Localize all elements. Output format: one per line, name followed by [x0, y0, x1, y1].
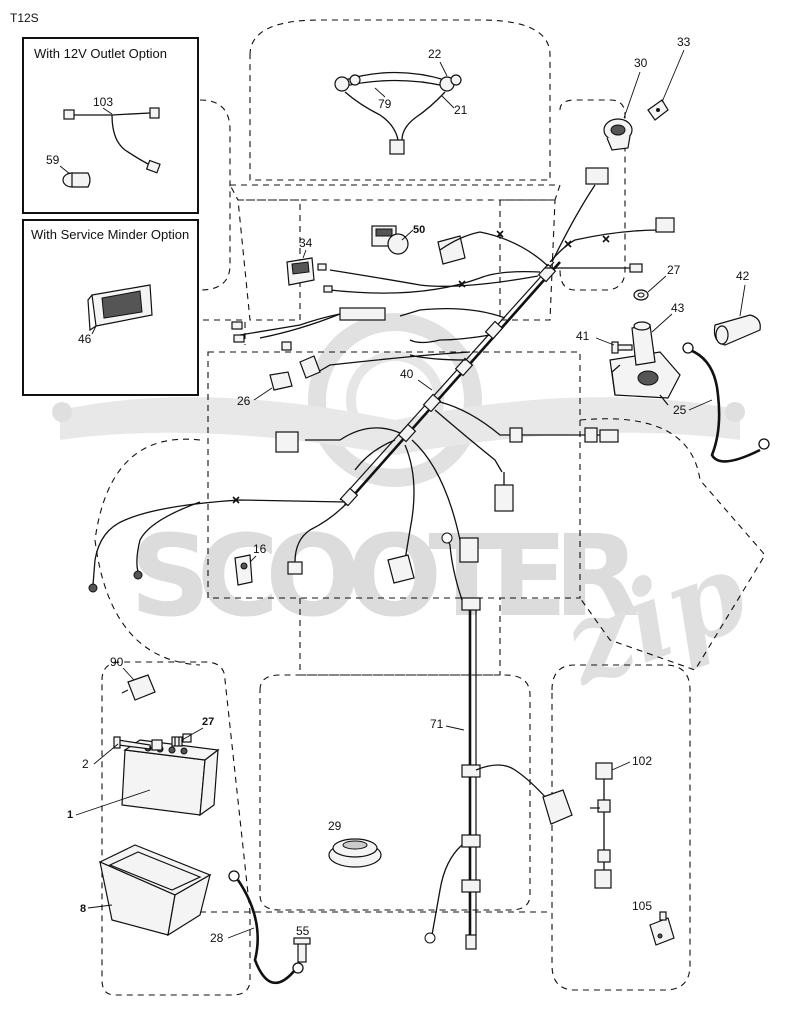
callout-59: 59	[46, 153, 60, 167]
battery-nut	[171, 736, 183, 747]
fuse-block	[437, 235, 466, 265]
outlet-option-title: With 12V Outlet Option	[34, 46, 167, 61]
main-harness	[88, 167, 675, 593]
light-switch	[286, 257, 315, 286]
callout-28: 28	[210, 931, 224, 945]
terminal-boot	[713, 314, 761, 346]
plug	[121, 674, 156, 701]
callout-34: 34	[299, 236, 313, 250]
terminal-nut	[633, 289, 649, 301]
service-option-title: With Service Minder Option	[31, 227, 189, 242]
outlet-connector-right	[149, 107, 160, 119]
callout-33: 33	[677, 35, 691, 49]
callout-46: 46	[78, 332, 92, 346]
dash-terminals	[231, 263, 333, 351]
callout-71: 71	[430, 717, 444, 731]
callout-79: 79	[378, 97, 392, 111]
ignition-key	[647, 99, 669, 121]
grommet	[328, 838, 382, 868]
watermark-text: SCOOTER	[130, 512, 640, 642]
seat-switch	[234, 554, 253, 586]
12v-outlet-socket	[62, 172, 91, 188]
model-code: T12S	[10, 11, 39, 25]
rear-harness	[424, 532, 573, 950]
relay-clutch	[371, 225, 409, 255]
ground-cable	[228, 870, 304, 985]
mounting-bolt	[611, 341, 633, 354]
outlet-connector-left	[63, 109, 75, 120]
callout-29: 29	[328, 819, 342, 833]
battery-tray	[98, 844, 212, 937]
callout-40: 40	[400, 367, 414, 381]
service-minder-display	[87, 284, 153, 332]
callout-102: 102	[632, 754, 652, 768]
callout-1: 1	[67, 809, 73, 821]
fuse	[269, 371, 293, 391]
service-option-box: With Service Minder Option 46	[22, 219, 199, 396]
outlet-option-box: With 12V Outlet Option 103 59	[22, 37, 199, 214]
fuel-solenoid-connector	[649, 911, 675, 946]
splice-marks	[232, 230, 610, 504]
callout-41: 41	[576, 329, 590, 343]
callout-103: 103	[93, 95, 113, 109]
callout-42: 42	[736, 269, 750, 283]
outlet-connector-bottom	[145, 159, 161, 174]
callout-105: 105	[632, 899, 652, 913]
battery-bolt	[113, 736, 163, 751]
callout-22: 22	[428, 47, 442, 61]
callout-16: 16	[253, 542, 267, 556]
callout-26: 26	[237, 394, 251, 408]
callout-21: 21	[454, 103, 468, 117]
callout-2: 2	[82, 757, 89, 771]
ignition-switch	[603, 118, 633, 151]
callout-27a: 27	[667, 263, 681, 277]
frame-outline	[94, 19, 766, 996]
headlight-harness	[334, 71, 462, 155]
callout-8: 8	[80, 903, 86, 915]
callout-90: 90	[110, 655, 124, 669]
starter-cable	[682, 342, 770, 463]
callout-30: 30	[634, 56, 648, 70]
callout-55: 55	[296, 924, 310, 938]
starter-solenoid	[609, 321, 681, 406]
callout-50: 50	[413, 224, 425, 236]
diode-harness	[590, 762, 613, 889]
callout-43: 43	[671, 301, 685, 315]
ground-bolt	[293, 937, 311, 963]
callout-27b: 27	[202, 716, 214, 728]
callout-25: 25	[673, 403, 687, 417]
